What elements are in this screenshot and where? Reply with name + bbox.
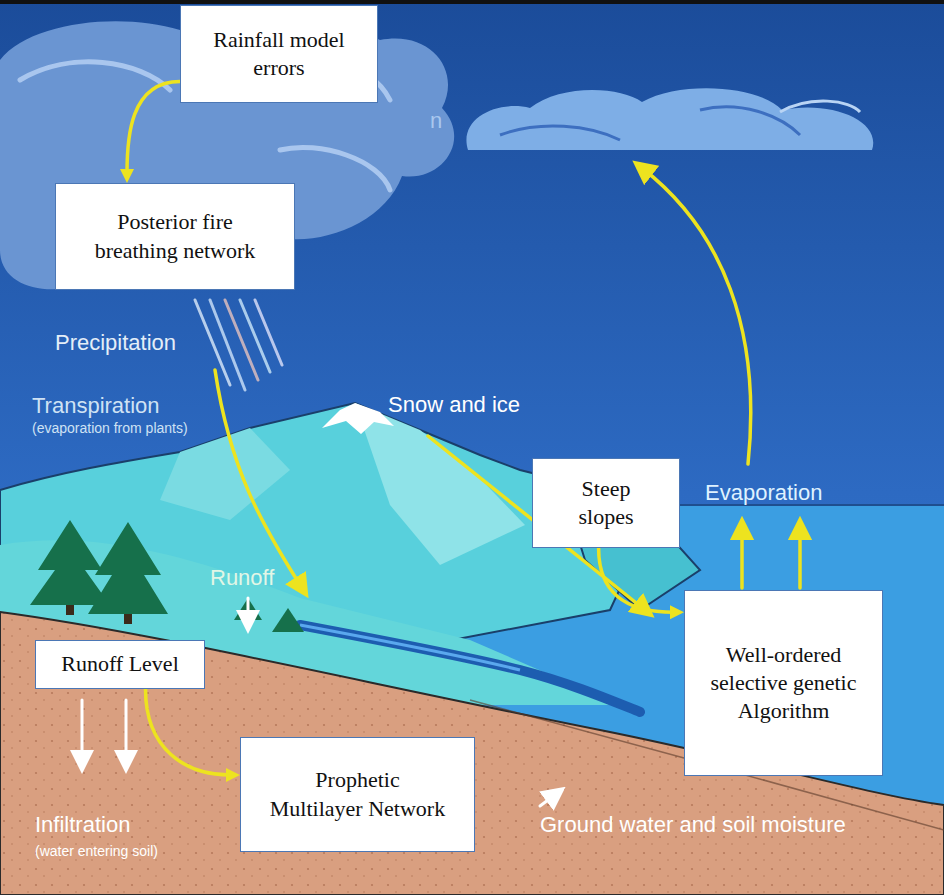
groundwater-arrow: [540, 794, 556, 806]
flow-line: [599, 548, 674, 612]
process-label: Infiltration: [35, 812, 130, 838]
box-text: Rainfall model errors: [203, 26, 355, 82]
process-box: Posterior fire breathing network: [55, 183, 295, 290]
process-box: Runoff Level: [35, 640, 205, 689]
box-text: Steep slopes: [561, 475, 651, 531]
process-arrows: [215, 168, 800, 610]
snow-cap: [322, 403, 394, 434]
box-text: Runoff Level: [61, 650, 179, 678]
process-box: Steep slopes: [532, 458, 680, 548]
process-label: Precipitation: [55, 330, 176, 356]
cloud-swirl: [780, 101, 860, 112]
tree-trunk: [66, 605, 74, 615]
flow-connector: [599, 548, 684, 619]
infiltration-arrow: [125, 700, 128, 762]
box-text: Well-ordered selective genetic Algorithm: [707, 641, 860, 725]
tree-trunk: [124, 614, 132, 624]
process-label: Ground water and soil moisture: [540, 812, 846, 838]
evaporation-arc: [642, 168, 751, 464]
process-box: Rainfall model errors: [180, 5, 378, 103]
process-label: Snow and ice: [388, 392, 520, 418]
flow-line: [146, 689, 231, 775]
rain-streaks: [195, 300, 282, 390]
arrow-head: [670, 605, 684, 619]
runoff-arrow: [247, 598, 250, 622]
tree: [30, 520, 110, 605]
tree: [88, 522, 168, 614]
precipitation-arrow: [215, 370, 302, 588]
evaporation-arrow: [740, 528, 744, 588]
mountain-face: [355, 403, 525, 565]
process-label: Transpiration: [32, 393, 160, 419]
evaporation-arrow: [798, 528, 802, 588]
process-label: (water entering soil): [35, 843, 158, 859]
box-text: Posterior fire breathing network: [86, 208, 264, 264]
cloud-shade: [500, 107, 800, 140]
rain-streak: [255, 300, 282, 365]
process-box: Prophetic Multilayer Network: [240, 737, 475, 852]
flow-line: [127, 81, 180, 173]
rain-streak: [195, 300, 230, 385]
trees: [30, 520, 304, 632]
flow-connector: [146, 689, 241, 782]
top-border: [0, 0, 944, 4]
mountain-face: [160, 428, 290, 520]
tree: [272, 608, 304, 632]
flow-connector: [120, 81, 180, 183]
arrow-head: [226, 768, 240, 782]
river-highlight: [300, 625, 520, 670]
process-label: Runoff: [210, 565, 274, 591]
cloud: [466, 88, 873, 150]
box-text: Prophetic Multilayer Network: [269, 766, 446, 822]
infiltration-arrow: [81, 700, 84, 762]
arrow-head: [120, 169, 134, 183]
process-box: Well-ordered selective genetic Algorithm: [684, 590, 883, 776]
process-label: n: [430, 108, 442, 134]
rain-streak: [240, 300, 270, 372]
process-label: Evaporation: [705, 480, 822, 506]
rain-streak: [225, 300, 258, 380]
process-label: (evaporation from plants): [32, 420, 188, 436]
